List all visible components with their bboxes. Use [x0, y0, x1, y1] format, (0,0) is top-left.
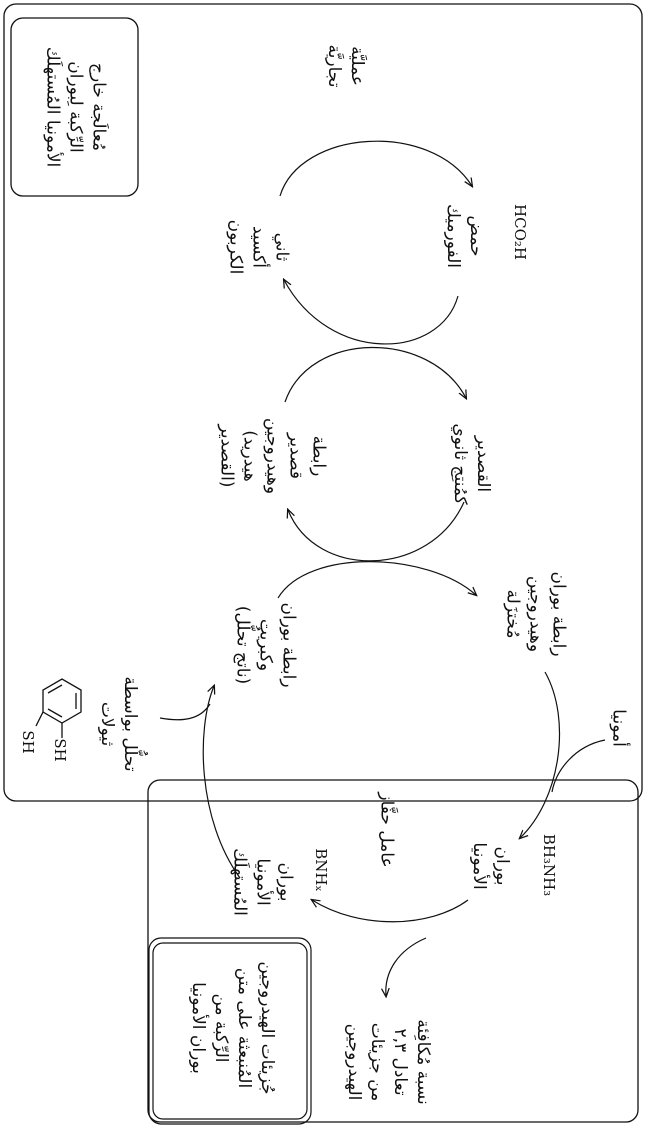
thiol-sh-left: SH — [19, 730, 37, 754]
hydrogen-equivalents-label: نسبة مُكافِئة تعادل ٢,٣ من جزيئات الهيدر… — [344, 1019, 433, 1105]
hydrogen-release-box-outer — [148, 937, 312, 1125]
catalyst-label: عامل حفَّاز — [376, 792, 397, 868]
formic-acid-label: حمض الفورميك — [443, 203, 486, 269]
arrow-to-tin-byproduct — [284, 346, 466, 403]
hydrogen-release-box-inner — [152, 942, 308, 1120]
thiolate-digestion-label: تحلُّل بواسطة ثيولات — [97, 676, 140, 772]
arrow-hydrogen-release — [386, 937, 427, 996]
ammonia-borane-label: بوران الأمونيا — [469, 842, 512, 890]
thiol-sh-right: SH — [51, 738, 69, 762]
hydrogen-release-label: جُزيئات الهيدروجين المُنبعثة على متن الر… — [188, 961, 277, 1095]
ammonia-borane-formula: BH₃NH₃ — [540, 833, 558, 897]
regeneration-frame — [3, 3, 643, 802]
arrow-spent-to-digestion — [202, 686, 241, 879]
spent-fuel-formula: BNHₓ — [312, 848, 330, 892]
offboard-treatment-label: مُعالَجة خارج الرِّكبة لِبوران الأمونيا … — [42, 46, 109, 168]
arrow-to-co2 — [284, 280, 459, 345]
arrow-catalyst — [312, 900, 469, 923]
onboard-frame — [147, 779, 639, 1123]
arrow-to-tin-hydride — [288, 501, 465, 562]
formic-acid-formula: HCO₂H — [511, 204, 529, 260]
boron-sulfur-bond-label: رابطة بوران وكبريت (ناتج تحلُّل) — [232, 602, 299, 688]
co2-label: ثاني أكسيد الكربون — [225, 219, 292, 275]
arrow-ammonia-in — [551, 739, 606, 793]
spent-fuel-label: بوران الأمونيا المُستهلَك — [229, 848, 296, 916]
arrow-thiolate-in — [159, 703, 211, 721]
tin-hydride-label: رابطة قصدير وهيدروجين (هيدريد القصدير) — [216, 417, 329, 495]
ammonia-label: أمونيا — [608, 709, 629, 747]
arrow-to-reduced-bond — [277, 561, 476, 599]
tin-byproduct-label: القصدير كمُنتِج ثانوي — [450, 423, 493, 505]
arrow-to-formic-acid — [279, 140, 472, 197]
offboard-treatment-box — [10, 17, 139, 197]
commercial-process-label: عمليَّة تجاريَّة — [324, 44, 367, 88]
benzenedithiol-structure-icon — [35, 678, 82, 738]
reduced-bh-bond-label: رابطة بوران وهيدروجين مُختزَلة — [502, 571, 569, 657]
arrow-to-ammonia-borane — [520, 671, 561, 838]
